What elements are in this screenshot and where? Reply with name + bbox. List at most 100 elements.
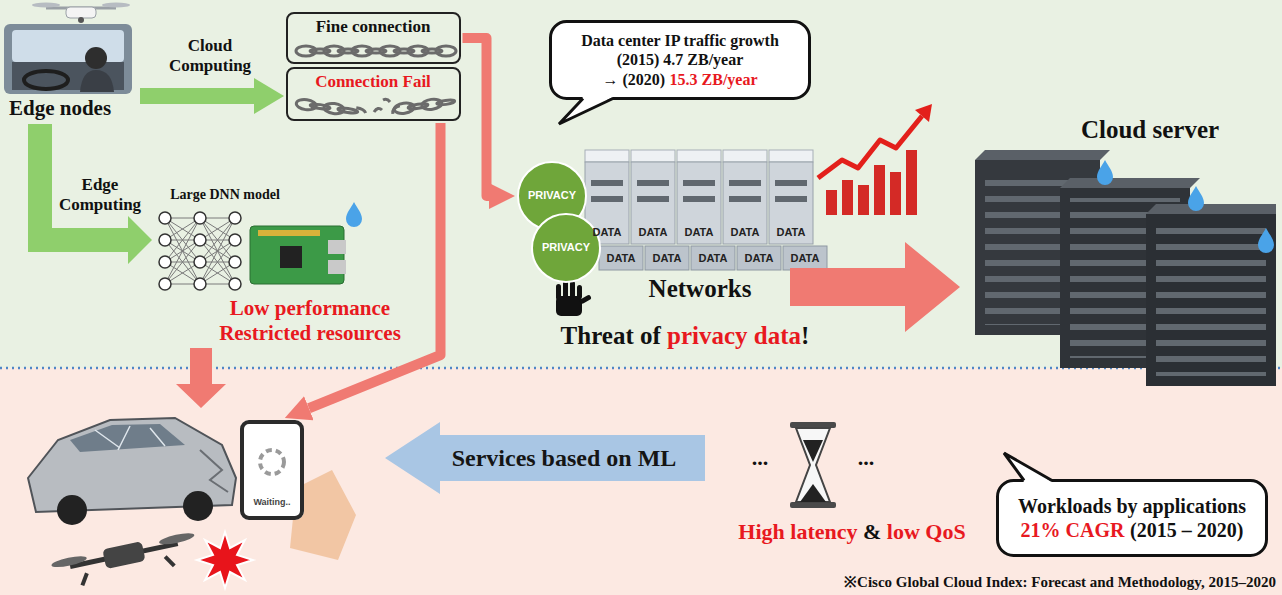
cloud-computing-arrow-part: [140, 78, 284, 114]
data-racks: [585, 150, 827, 270]
connector-arrow: [463, 38, 490, 196]
network-arrow: [790, 242, 960, 332]
single-board-computer-part: [280, 246, 302, 268]
server-label: Cloud server: [1081, 116, 1219, 145]
ellipsis: ...: [752, 445, 769, 470]
server-racks: [975, 150, 1276, 386]
arrow-shape: [385, 422, 705, 494]
data-racks-part: [729, 172, 761, 212]
data-racks-part: [591, 172, 623, 212]
cloud-computing-arrow: [140, 78, 284, 114]
node-text: Data center IP traffic growth: [581, 32, 779, 49]
warning-text: Low performance: [230, 296, 390, 320]
crashed-car-part: [70, 424, 185, 452]
node-text: Fine connection: [316, 17, 431, 36]
connection-box: Fine connection: [286, 12, 461, 64]
broken-chain-part-part: [356, 108, 366, 113]
data-tag: DATA: [639, 226, 668, 239]
edge-node-picture-part: [80, 70, 114, 92]
single-board-computer-part: [328, 260, 346, 274]
inline-text: &: [863, 519, 881, 544]
growth-chart: [818, 104, 932, 215]
neural-network-part-part: [229, 212, 241, 224]
whole-chain-part: [366, 49, 386, 53]
neural-network-part-part: [229, 234, 241, 246]
data-racks-part: [775, 172, 807, 212]
crashed-drone-part: [165, 555, 174, 567]
data-racks-part: [737, 246, 781, 270]
hand-icon: [556, 280, 592, 316]
whole-chain-part: [394, 49, 414, 53]
neural-network-part-part: [229, 256, 241, 268]
low-performance-arrow-part: [176, 348, 226, 408]
data-racks-part: [637, 172, 669, 212]
bubble-tail: [1004, 453, 1052, 482]
data-tag: DATA: [653, 252, 682, 265]
data-racks-part: [723, 150, 767, 162]
hand-icon-part: [556, 284, 561, 300]
bubble-tail-outline: [1004, 453, 1052, 481]
crashed-car-part: [183, 491, 213, 521]
whole-chain-part: [436, 46, 456, 56]
neural-network-part-part: [194, 256, 206, 268]
text-line: PRIVACY: [528, 189, 576, 202]
inline-text: privacy data: [667, 322, 801, 349]
growth-chart-part: [818, 116, 922, 178]
node-text: 15.3 ZB/year: [670, 71, 758, 88]
phone-screen: Waiting..: [240, 420, 304, 520]
data-tag: DATA: [593, 226, 622, 239]
bubble-body: [551, 22, 810, 99]
crashed-drone-part: [158, 531, 195, 546]
crashed-car-part: [57, 495, 87, 525]
text-line: Waiting..: [253, 497, 290, 508]
node-text: (2015 – 2020): [1130, 519, 1243, 541]
text-line: 21% CAGR(2015 – 2020): [1021, 518, 1244, 542]
node-text: Waiting..: [253, 497, 290, 507]
hand-icon-part: [577, 285, 582, 299]
inline-text: High latency: [738, 519, 857, 544]
text-line: (2015) 4.7 ZB/year: [617, 50, 744, 69]
growth-chart-part: [858, 185, 869, 215]
hand-icon-part: [570, 281, 575, 298]
arrow-label: Cloud Computing: [169, 36, 251, 75]
crashed-drone: [50, 530, 199, 591]
whole-chain: [296, 46, 456, 56]
single-board-computer-part: [346, 202, 362, 227]
server-racks-part: [1146, 214, 1276, 386]
server-racks-part: [1060, 178, 1200, 188]
text-line: PRIVACY: [542, 241, 590, 254]
node-text: → (2020): [602, 71, 665, 88]
bubble-tail: [559, 97, 613, 124]
crashed-drone-part: [102, 541, 145, 569]
data-tag: DATA: [685, 226, 714, 239]
data-racks-part: [645, 246, 689, 270]
broken-chain-part-part: [338, 107, 358, 114]
edge-node-picture: [4, 3, 132, 95]
edge-node-picture-part: [78, 17, 84, 23]
data-racks-part: [723, 162, 767, 244]
source-note: ※Cisco Global Cloud Index: Forecast and …: [844, 574, 1276, 591]
bubble-tail-outline: [559, 99, 613, 125]
hourglass: [790, 422, 836, 508]
server-racks-part: [1188, 186, 1204, 211]
inline-text: !: [801, 322, 809, 349]
broken-chain-part: [374, 108, 382, 112]
warning-text: Restricted resources: [219, 321, 401, 345]
data-racks-part: [691, 246, 735, 270]
edge-node-picture-part: [66, 7, 96, 18]
crashed-car: [28, 418, 236, 525]
data-racks-part: [769, 162, 813, 244]
phone-in-hand: [240, 420, 356, 560]
badge-circle: [532, 214, 600, 282]
edge-node-picture-part: [102, 3, 130, 8]
bubble-body: [998, 481, 1267, 556]
single-board-computer: [250, 202, 362, 284]
broken-chain-part: [296, 98, 367, 118]
data-racks-part: [677, 150, 721, 162]
model-label: Large DNN model: [170, 187, 280, 203]
data-racks-part: [769, 150, 813, 162]
node-text: Services based on ML: [452, 445, 677, 471]
data-racks-part: [585, 150, 629, 162]
phone-in-hand-part: [260, 450, 284, 474]
